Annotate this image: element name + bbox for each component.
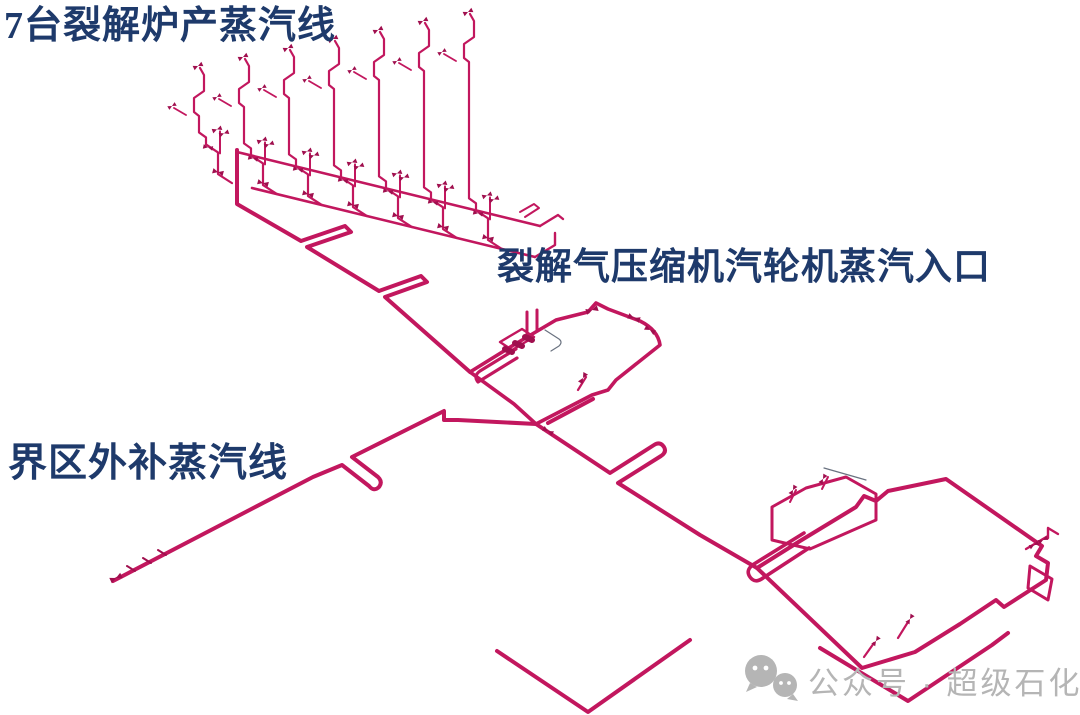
valve-icon (577, 371, 589, 385)
pipe-segment (237, 57, 253, 157)
valve-icon (337, 177, 349, 184)
valve-icon (818, 473, 828, 485)
pipe-segment (192, 66, 208, 146)
valve-icon (443, 184, 455, 193)
valve-icon (347, 66, 357, 74)
pipe-segment (308, 80, 322, 89)
valve-icon (256, 136, 268, 145)
pipe-segment (218, 98, 232, 107)
east-pipe-rack-loop (495, 467, 1060, 714)
pipe-segment (327, 39, 343, 179)
furnace-manifolds (235, 150, 565, 259)
valve-icon (292, 166, 304, 173)
label-turbine-steam-inlet: 裂解气压缩机汽轮机蒸汽入口 (497, 247, 991, 288)
valve-icon (263, 140, 275, 149)
turbine-inlet-loop (468, 301, 662, 426)
valve-icon (392, 57, 402, 65)
pipe-segment (282, 48, 298, 168)
valve-icon (308, 151, 320, 160)
pipe-segment (417, 21, 433, 201)
valve-icon (282, 43, 294, 53)
pipe-segment (353, 71, 367, 80)
valve-icon (417, 16, 429, 26)
valve-icon (372, 25, 384, 35)
pipe-segment (443, 53, 457, 62)
valve-icon (643, 324, 657, 336)
valve-icon (212, 93, 222, 101)
watermark-text: 公众号 · 超级石化 (808, 666, 1080, 701)
valve-icon (346, 158, 358, 167)
pipe-segment (372, 30, 388, 190)
valve-icon (1028, 540, 1040, 550)
valve-icon (437, 48, 447, 56)
label-makeup-steam-line: 界区外补蒸汽线 (8, 442, 289, 485)
valve-icon (627, 313, 641, 323)
pipe-segment (173, 107, 187, 116)
valve-icon (327, 34, 339, 44)
valve-icon (436, 180, 448, 189)
valve-icon (192, 61, 204, 71)
valve-icon (211, 125, 223, 134)
valve-icon (382, 188, 394, 195)
valve-icon (237, 52, 249, 62)
valve-icon (167, 102, 177, 110)
valve-icon (302, 75, 312, 83)
valve-icon (488, 195, 500, 204)
south-branch-line (495, 638, 692, 714)
valve-icon (109, 572, 123, 584)
valve-icon (905, 613, 915, 625)
valve-icon (481, 191, 493, 200)
valve-icon (427, 198, 439, 206)
valve-icon (212, 168, 224, 177)
valve-icon (302, 190, 314, 199)
valve-icon (347, 201, 359, 210)
valve-icon (788, 484, 798, 496)
label-furnace-steam-line: 7台裂解炉产蒸汽线 (4, 5, 337, 47)
valve-icon (257, 84, 267, 92)
valve-icon (218, 129, 230, 138)
valve-icon (472, 209, 484, 217)
valve-icon (541, 425, 555, 437)
valve-icon (585, 305, 599, 315)
valve-icon (257, 179, 269, 188)
junction-to-east-line (534, 422, 759, 570)
valve-icon (398, 173, 410, 182)
valve-icon (1037, 535, 1049, 545)
makeup-steam-line (111, 409, 538, 583)
valve-icon (392, 212, 404, 221)
valve-symbols (109, 7, 1049, 647)
valve-icon (482, 233, 494, 243)
valve-icon (247, 155, 259, 162)
wechat-icon (745, 655, 798, 701)
thin-guide-line (544, 329, 562, 352)
main-steam-header (235, 148, 472, 374)
valve-icon (462, 7, 474, 17)
pipe-segment (263, 89, 277, 98)
valve-icon (437, 223, 449, 232)
pipe-segment (462, 12, 478, 212)
valve-icon (301, 147, 313, 156)
valve-icon (391, 169, 403, 178)
valve-icon (353, 162, 365, 171)
furnace-steam-risers (173, 12, 504, 251)
pipe-segment (398, 62, 412, 71)
valve-icon (202, 144, 214, 151)
valve-icon (871, 635, 881, 647)
